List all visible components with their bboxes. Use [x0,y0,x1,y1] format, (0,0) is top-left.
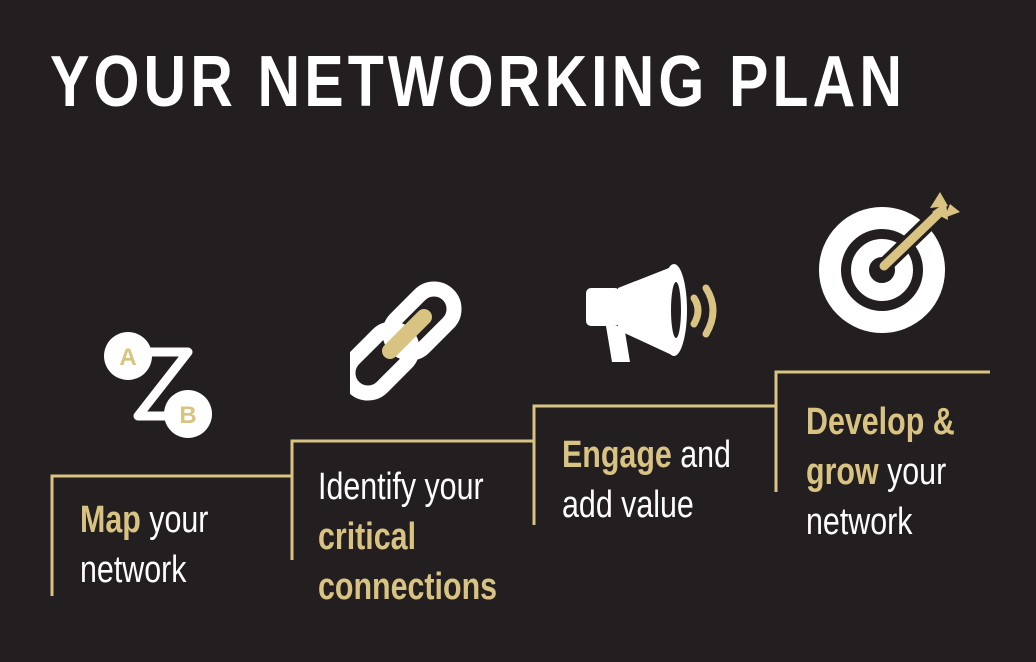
step-1-line1: your [140,499,209,541]
step-2-line3: connections [318,566,498,608]
step-1-line2: network [80,549,187,591]
step-4-line2: your [878,451,947,493]
step-3-text: Engage and add value [562,430,731,530]
step-2-line1: Identify your [318,466,484,508]
step-3-highlight: Engage [562,434,672,476]
step-2-outline [290,439,536,525]
step-4-line3: network [806,501,913,543]
step-4-outline [774,370,990,406]
step-1-outline [50,474,294,596]
step-3-outline [532,404,778,492]
step-2-line2: critical [318,516,417,558]
step-2-text: Identify your critical connections [318,462,497,612]
step-1-text: Map your network [80,495,208,595]
step-4-text: Develop & grow your network [806,397,955,547]
step-3-line1: and [671,434,731,476]
a-to-z-path-icon: A B [104,332,212,438]
page-title: YOUR NETWORKING PLAN [50,42,907,122]
megaphone-icon [586,264,717,362]
target-arrow-icon [819,192,960,333]
icon-label-a: A [119,344,136,371]
step-3-line2: add value [562,484,694,526]
step-4-line1: Develop & [806,401,955,443]
step-4-highlight: grow [806,451,879,493]
chain-link-icon [350,281,462,401]
icon-label-b: B [179,402,196,429]
step-1-highlight: Map [80,499,141,541]
